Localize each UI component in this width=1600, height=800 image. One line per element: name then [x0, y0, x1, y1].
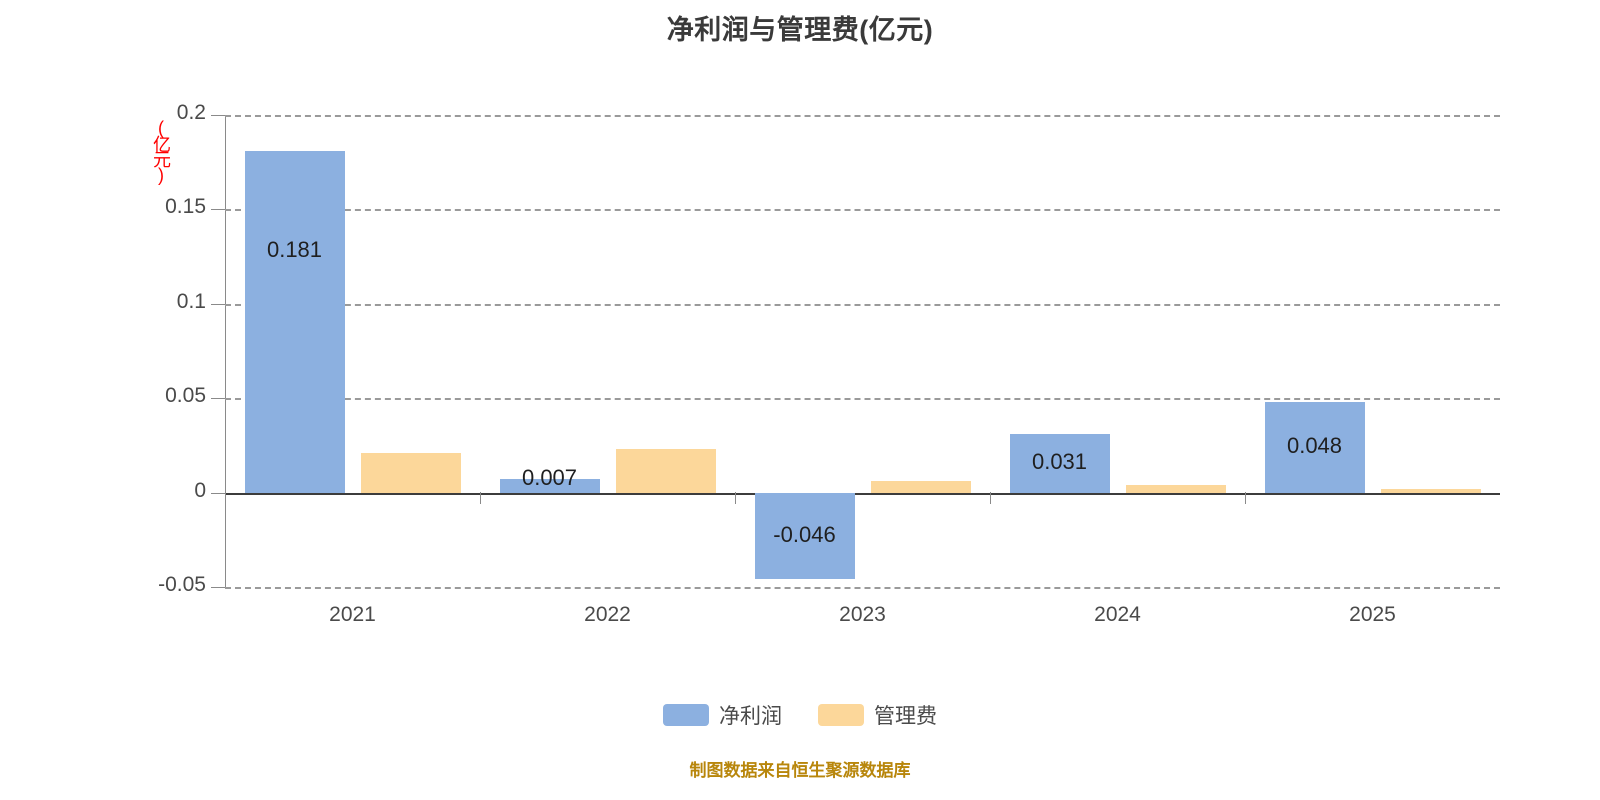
bar-value-label: 0.048 — [1286, 433, 1343, 459]
y-axis-line — [225, 115, 226, 587]
gridline — [225, 115, 1500, 117]
bar-net-profit-2023[interactable] — [754, 492, 855, 580]
chart-credit: 制图数据来自恒生聚源数据库 — [689, 761, 911, 780]
gridline — [225, 587, 1500, 589]
x-axis-tick — [480, 492, 481, 504]
legend-item-net-profit[interactable]: 净利润 — [663, 700, 782, 730]
legend-label: 管理费 — [874, 705, 937, 728]
x-axis-tick-label: 2023 — [839, 603, 886, 626]
bar-management-expense-2025[interactable] — [1380, 488, 1481, 493]
zero-baseline — [225, 492, 1500, 495]
bar-value-label: 0.007 — [521, 464, 578, 490]
bar-value-label: 0.031 — [1031, 449, 1088, 475]
y-axis-tick-label: 0.2 — [176, 101, 206, 124]
legend-item-management-expense[interactable]: 管理费 — [818, 700, 937, 730]
bar-net-profit-2021[interactable] — [244, 150, 345, 493]
y-axis-tick — [211, 492, 225, 494]
bar-net-profit-2025[interactable] — [1264, 401, 1365, 493]
gridline — [225, 209, 1500, 212]
legend-label: 净利润 — [719, 705, 782, 728]
bar-value-label: -0.046 — [773, 522, 836, 548]
y-axis-tick-label: 0 — [194, 478, 206, 502]
y-axis-tick — [211, 398, 225, 400]
plot-area: 0.181 0.007 -0.046 0.031 0.048 — [225, 115, 1500, 589]
x-axis-tick-label: 2021 — [329, 603, 376, 626]
bar-management-expense-2022[interactable] — [615, 449, 716, 493]
y-axis-unit-label: (亿元) — [151, 118, 171, 182]
chart-legend: 净利润 管理费 — [0, 700, 1600, 730]
bar-net-profit-2022[interactable] — [499, 479, 600, 493]
y-axis-tick — [211, 115, 225, 116]
y-axis-tick-label: 0.15 — [165, 195, 206, 219]
y-axis-tick-label: -0.05 — [158, 573, 206, 596]
y-axis-tick-label: 0.05 — [165, 384, 206, 408]
x-axis-tick-label: 2025 — [1349, 603, 1396, 626]
x-axis-tick-label: 2022 — [584, 603, 631, 626]
chart-title: 净利润与管理费(亿元) — [666, 15, 934, 45]
bar-management-expense-2023[interactable] — [870, 481, 971, 493]
gridline — [225, 398, 1500, 401]
gridline — [225, 303, 1500, 306]
legend-swatch-icon — [663, 704, 709, 726]
bar-management-expense-2024[interactable] — [1125, 485, 1226, 493]
bar-value-label: 0.181 — [266, 236, 323, 262]
bar-management-expense-2021[interactable] — [360, 452, 461, 493]
x-axis-tick — [990, 492, 991, 504]
legend-swatch-icon — [818, 704, 864, 726]
x-axis-tick — [1245, 492, 1246, 504]
y-axis-tick — [211, 303, 225, 305]
bar-net-profit-2024[interactable] — [1009, 434, 1110, 493]
y-axis-tick — [211, 209, 225, 211]
x-axis-tick — [735, 492, 736, 504]
x-axis-tick — [225, 492, 226, 504]
y-axis-tick-label: 0.1 — [176, 289, 206, 313]
x-axis-tick-label: 2024 — [1094, 603, 1141, 626]
y-axis-tick — [211, 587, 225, 588]
